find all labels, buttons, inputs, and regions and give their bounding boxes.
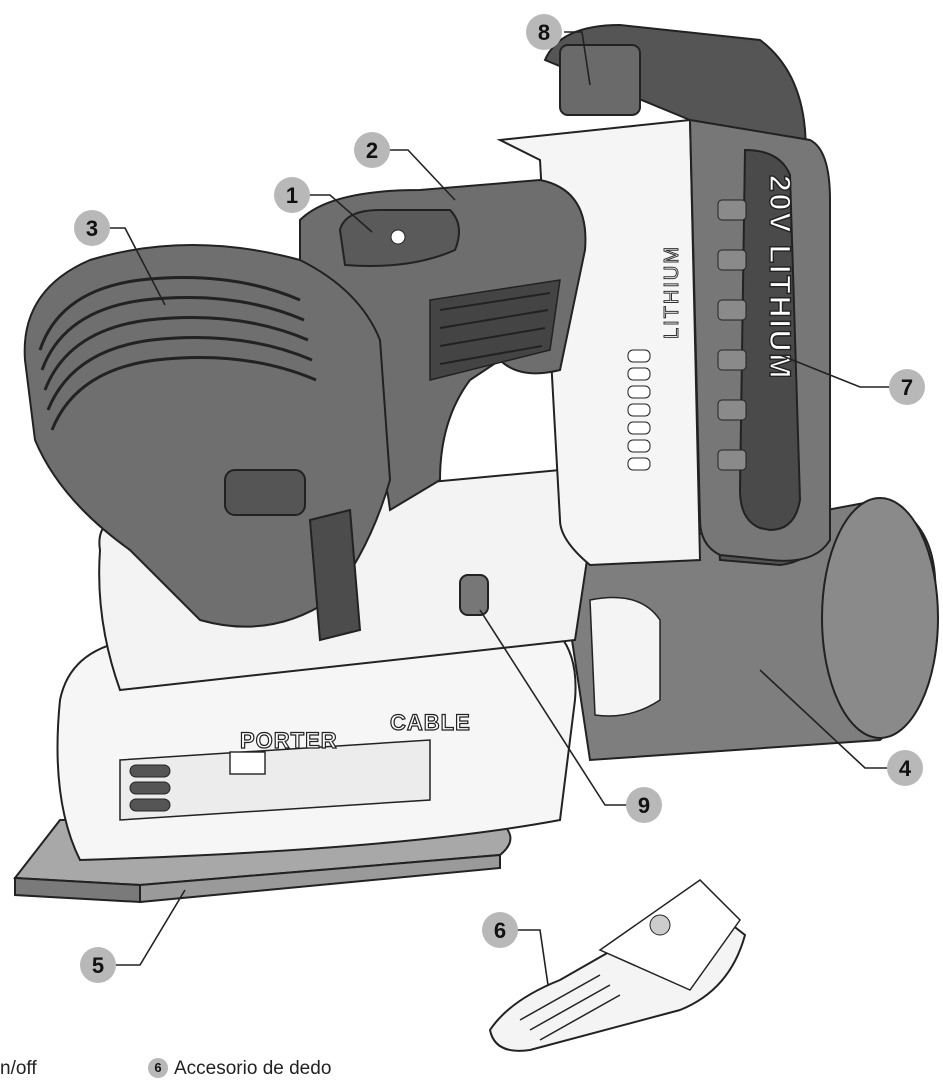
leader-lines bbox=[100, 31, 890, 986]
front-nose bbox=[23, 244, 392, 642]
brand-left-text: PORTER bbox=[240, 728, 338, 753]
callout-3: 3 bbox=[74, 210, 110, 246]
svg-text:3: 3 bbox=[86, 216, 98, 241]
callout-8: 8 bbox=[526, 14, 562, 50]
svg-text:8: 8 bbox=[538, 20, 550, 45]
svg-text:2: 2 bbox=[366, 138, 378, 163]
brand-right-text: CABLE bbox=[390, 710, 471, 735]
svg-text:5: 5 bbox=[92, 953, 104, 978]
legend-number-badge: 6 bbox=[148, 1058, 168, 1078]
callout-7: 7 bbox=[889, 369, 925, 405]
svg-text:6: 6 bbox=[494, 918, 506, 943]
callout-1: 1 bbox=[274, 177, 310, 213]
battery-side-label: LITHIUM bbox=[661, 245, 683, 339]
svg-text:7: 7 bbox=[901, 375, 913, 400]
callout-4: 4 bbox=[887, 750, 923, 786]
legend-item-switch: n/off bbox=[0, 1058, 37, 1080]
power-switch bbox=[338, 209, 460, 267]
legend-switch-text: n/off bbox=[0, 1058, 37, 1079]
svg-text:4: 4 bbox=[899, 756, 912, 781]
battery-ribs bbox=[717, 199, 747, 471]
dust-release-button bbox=[459, 574, 489, 616]
dust-bag bbox=[558, 497, 939, 762]
callout-2: 2 bbox=[354, 132, 390, 168]
callout-9: 9 bbox=[626, 787, 662, 823]
svg-text:1: 1 bbox=[286, 183, 298, 208]
finger-attachment bbox=[488, 879, 747, 1052]
svg-text:9: 9 bbox=[638, 793, 650, 818]
callout-6: 6 bbox=[482, 912, 518, 948]
battery-main-label: 20V LITHIUM bbox=[763, 175, 796, 380]
callout-5: 5 bbox=[80, 947, 116, 983]
legend-item-finger: 6 Accesorio de dedo bbox=[148, 1058, 331, 1080]
battery-gauge bbox=[627, 349, 651, 471]
legend-finger-text: Accesorio de dedo bbox=[174, 1058, 332, 1079]
